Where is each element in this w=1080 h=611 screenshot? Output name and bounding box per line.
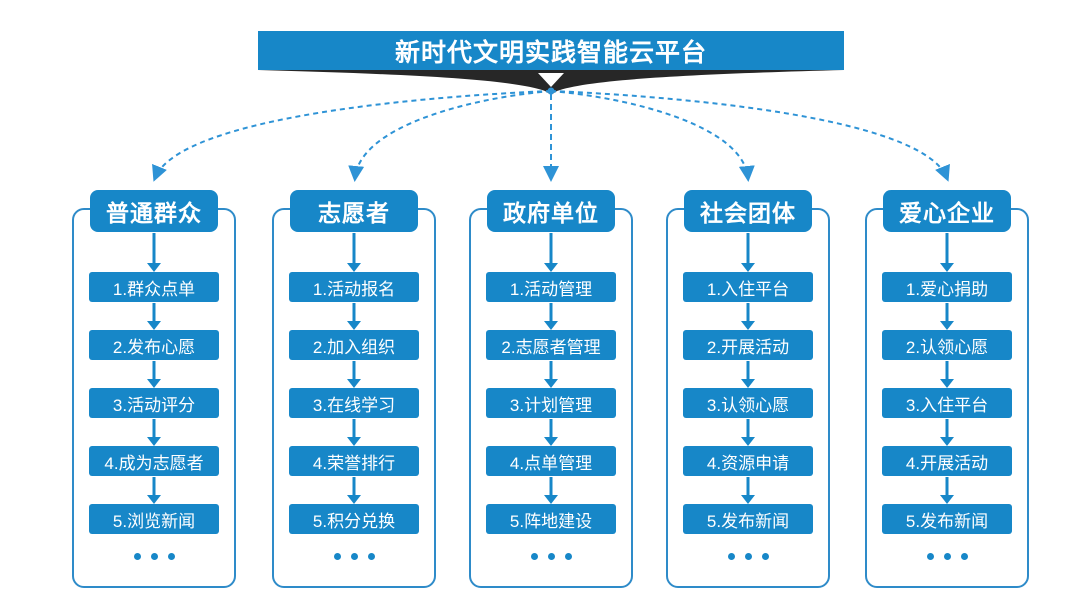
role-header: 社会团体 bbox=[684, 190, 812, 232]
dot-icon bbox=[133, 553, 141, 560]
role-column: 社会团体 1.入住平台 2.开展活动 3.认领心愿 4.资源申请 5.发布新闻 bbox=[666, 190, 830, 588]
ellipsis-dots bbox=[727, 553, 769, 560]
flow-arrow-icon bbox=[346, 232, 362, 272]
flow-arrow-icon bbox=[740, 360, 756, 388]
dot-icon bbox=[350, 553, 358, 560]
flow-arrow-icon bbox=[346, 360, 362, 388]
flow-arrow-icon bbox=[543, 302, 559, 330]
dot-icon bbox=[150, 553, 158, 560]
step-box: 5.阵地建设 bbox=[486, 504, 616, 534]
step-box: 1.入住平台 bbox=[683, 272, 813, 302]
flow-arrow-icon bbox=[740, 232, 756, 272]
dashed-connector bbox=[550, 90, 950, 182]
role-column: 爱心企业 1.爱心捐助 2.认领心愿 3.入住平台 4.开展活动 5.发布新闻 bbox=[865, 190, 1029, 588]
step-box: 4.成为志愿者 bbox=[89, 446, 219, 476]
dot-icon bbox=[761, 553, 769, 560]
flow-arrow-icon bbox=[146, 302, 162, 330]
dashed-connector bbox=[550, 90, 755, 182]
step-box: 4.点单管理 bbox=[486, 446, 616, 476]
ellipsis-dots bbox=[926, 553, 968, 560]
step-box: 1.爱心捐助 bbox=[882, 272, 1012, 302]
banner-title: 新时代文明实践智能云平台 bbox=[394, 38, 707, 67]
dot-icon bbox=[960, 553, 968, 560]
step-box: 2.加入组织 bbox=[289, 330, 419, 360]
down-arrow-icon bbox=[538, 73, 564, 87]
ellipsis-dots bbox=[333, 553, 375, 560]
step-box: 3.活动评分 bbox=[89, 388, 219, 418]
dot-icon bbox=[333, 553, 341, 560]
step-box: 5.发布新闻 bbox=[882, 504, 1012, 534]
dot-icon bbox=[744, 553, 752, 560]
flow-arrow-icon bbox=[146, 476, 162, 504]
step-list: 1.爱心捐助 2.认领心愿 3.入住平台 4.开展活动 5.发布新闻 bbox=[882, 272, 1012, 534]
step-list: 1.活动报名 2.加入组织 3.在线学习 4.荣誉排行 5.积分兑换 bbox=[289, 272, 419, 534]
step-box: 2.志愿者管理 bbox=[486, 330, 616, 360]
step-list: 1.入住平台 2.开展活动 3.认领心愿 4.资源申请 5.发布新闻 bbox=[683, 272, 813, 534]
flow-arrow-icon bbox=[939, 418, 955, 446]
ellipsis-dots bbox=[133, 553, 175, 560]
dot-icon bbox=[367, 553, 375, 560]
dot-icon bbox=[167, 553, 175, 560]
flow-arrow-icon bbox=[939, 360, 955, 388]
step-box: 5.积分兑换 bbox=[289, 504, 419, 534]
step-box: 3.认领心愿 bbox=[683, 388, 813, 418]
step-box: 4.开展活动 bbox=[882, 446, 1012, 476]
connector-lines bbox=[152, 87, 950, 182]
flow-arrow-icon bbox=[939, 302, 955, 330]
flow-arrow-icon bbox=[740, 476, 756, 504]
step-box: 1.活动报名 bbox=[289, 272, 419, 302]
flow-arrow-icon bbox=[543, 232, 559, 272]
flow-arrow-icon bbox=[939, 476, 955, 504]
flow-arrow-icon bbox=[543, 476, 559, 504]
step-box: 3.在线学习 bbox=[289, 388, 419, 418]
step-list: 1.群众点单 2.发布心愿 3.活动评分 4.成为志愿者 5.浏览新闻 bbox=[89, 272, 219, 534]
flow-arrow-icon bbox=[939, 232, 955, 272]
dot-icon bbox=[530, 553, 538, 560]
step-box: 3.计划管理 bbox=[486, 388, 616, 418]
dot-icon bbox=[547, 553, 555, 560]
step-box: 2.发布心愿 bbox=[89, 330, 219, 360]
flow-arrow-icon bbox=[740, 418, 756, 446]
flow-arrow-icon bbox=[346, 476, 362, 504]
flow-arrow-icon bbox=[146, 360, 162, 388]
dot-icon bbox=[727, 553, 735, 560]
step-list: 1.活动管理 2.志愿者管理 3.计划管理 4.点单管理 5.阵地建设 bbox=[486, 272, 616, 534]
step-box: 2.认领心愿 bbox=[882, 330, 1012, 360]
flow-arrow-icon bbox=[346, 302, 362, 330]
dot-icon bbox=[943, 553, 951, 560]
step-box: 1.群众点单 bbox=[89, 272, 219, 302]
flow-arrow-icon bbox=[146, 418, 162, 446]
flow-arrow-icon bbox=[146, 232, 162, 272]
flow-arrow-icon bbox=[346, 418, 362, 446]
step-box: 5.发布新闻 bbox=[683, 504, 813, 534]
platform-banner: 新时代文明实践智能云平台 bbox=[258, 31, 844, 70]
role-column: 政府单位 1.活动管理 2.志愿者管理 3.计划管理 4.点单管理 5.阵地建设 bbox=[469, 190, 633, 588]
flow-arrow-icon bbox=[740, 302, 756, 330]
step-box: 2.开展活动 bbox=[683, 330, 813, 360]
dashed-connector bbox=[348, 90, 552, 182]
dashed-connector bbox=[152, 90, 552, 182]
step-box: 5.浏览新闻 bbox=[89, 504, 219, 534]
role-header: 政府单位 bbox=[487, 190, 615, 232]
dot-icon bbox=[564, 553, 572, 560]
step-box: 1.活动管理 bbox=[486, 272, 616, 302]
banner-ribbon bbox=[258, 70, 844, 95]
role-column: 普通群众 1.群众点单 2.发布心愿 3.活动评分 4.成为志愿者 5.浏览新闻 bbox=[72, 190, 236, 588]
step-box: 4.荣誉排行 bbox=[289, 446, 419, 476]
step-box: 4.资源申请 bbox=[683, 446, 813, 476]
flow-arrow-icon bbox=[543, 360, 559, 388]
ellipsis-dots bbox=[530, 553, 572, 560]
flow-arrow-icon bbox=[543, 418, 559, 446]
role-column: 志愿者 1.活动报名 2.加入组织 3.在线学习 4.荣誉排行 5.积分兑换 bbox=[272, 190, 436, 588]
role-header: 普通群众 bbox=[90, 190, 218, 232]
role-header: 志愿者 bbox=[290, 190, 418, 232]
role-header: 爱心企业 bbox=[883, 190, 1011, 232]
step-box: 3.入住平台 bbox=[882, 388, 1012, 418]
dot-icon bbox=[926, 553, 934, 560]
